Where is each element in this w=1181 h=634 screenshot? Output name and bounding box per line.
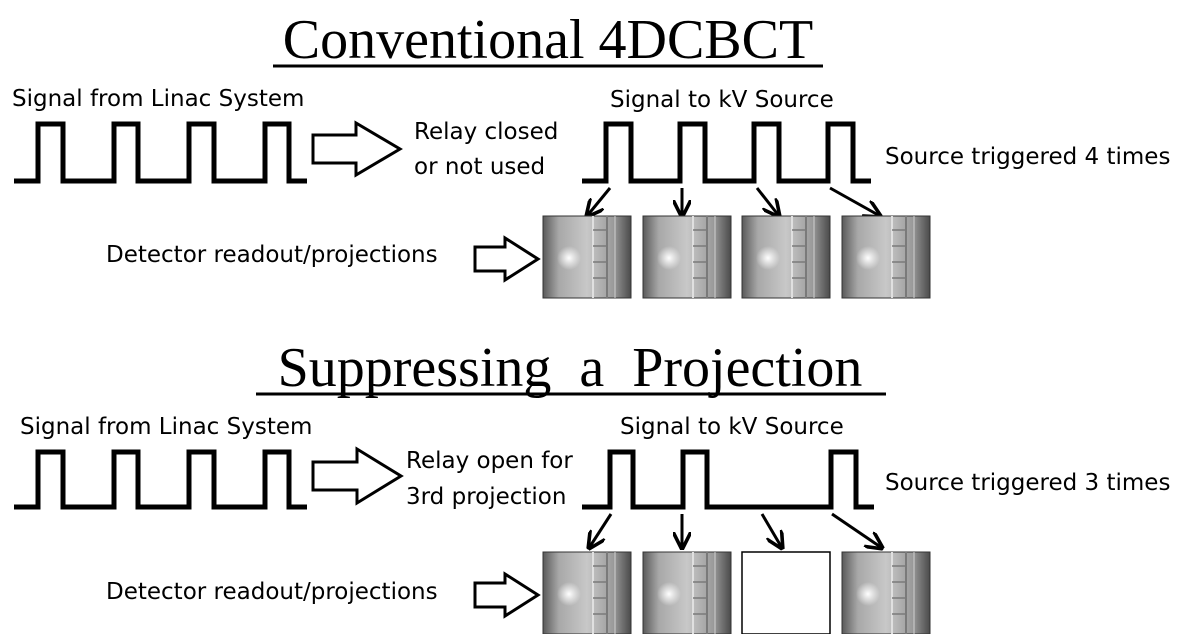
projection-image — [741, 215, 831, 299]
hollow-right-arrow-icon — [311, 120, 403, 178]
section-conventional: Conventional 4DCBCT Signal from Linac Sy… — [12, 9, 1170, 299]
down-arrow-icon — [587, 187, 612, 216]
linac-square-wave — [14, 449, 307, 510]
hollow-right-arrow-icon — [311, 446, 404, 506]
down-arrow-icon — [589, 513, 613, 548]
detector-label: Detector readout/projections — [106, 579, 438, 605]
hollow-right-arrow-icon — [473, 571, 541, 619]
section-title: Conventional 4DCBCT — [283, 9, 813, 71]
relay-label-line2: 3rd projection — [406, 484, 566, 510]
relay-label-line1: Relay closed — [414, 119, 558, 145]
relay-label-line2: or not used — [414, 154, 545, 180]
down-arrow-icon — [829, 186, 880, 216]
detector-label: Detector readout/projections — [106, 242, 438, 268]
projection-image — [642, 551, 732, 634]
linac-signal-label: Signal from Linac System — [20, 414, 312, 440]
section-suppressing: Suppressing a Projection Signal from Lin… — [14, 337, 1170, 634]
linac-square-wave — [14, 121, 307, 184]
down-arrow-icon — [760, 513, 782, 548]
blank-projection — [741, 551, 831, 634]
kv-signal-label: Signal to kV Source — [610, 87, 834, 113]
projection-image — [642, 215, 732, 299]
kv-square-wave — [582, 121, 871, 184]
projection-image — [542, 551, 632, 634]
section-title: Suppressing a Projection — [278, 337, 863, 399]
projection-image — [841, 551, 931, 634]
relay-label-line1: Relay open for — [406, 448, 573, 474]
linac-signal-label: Signal from Linac System — [12, 86, 304, 112]
down-arrow-icon — [831, 512, 882, 548]
kv-signal-label: Signal to kV Source — [620, 414, 844, 440]
trigger-count-label: Source triggered 4 times — [885, 144, 1170, 170]
trigger-count-label: Source triggered 3 times — [885, 470, 1170, 496]
projection-image — [841, 215, 931, 299]
kv-square-wave — [582, 449, 874, 510]
hollow-right-arrow-icon — [473, 235, 541, 283]
projection-image — [542, 215, 632, 299]
down-arrow-icon — [755, 187, 779, 216]
